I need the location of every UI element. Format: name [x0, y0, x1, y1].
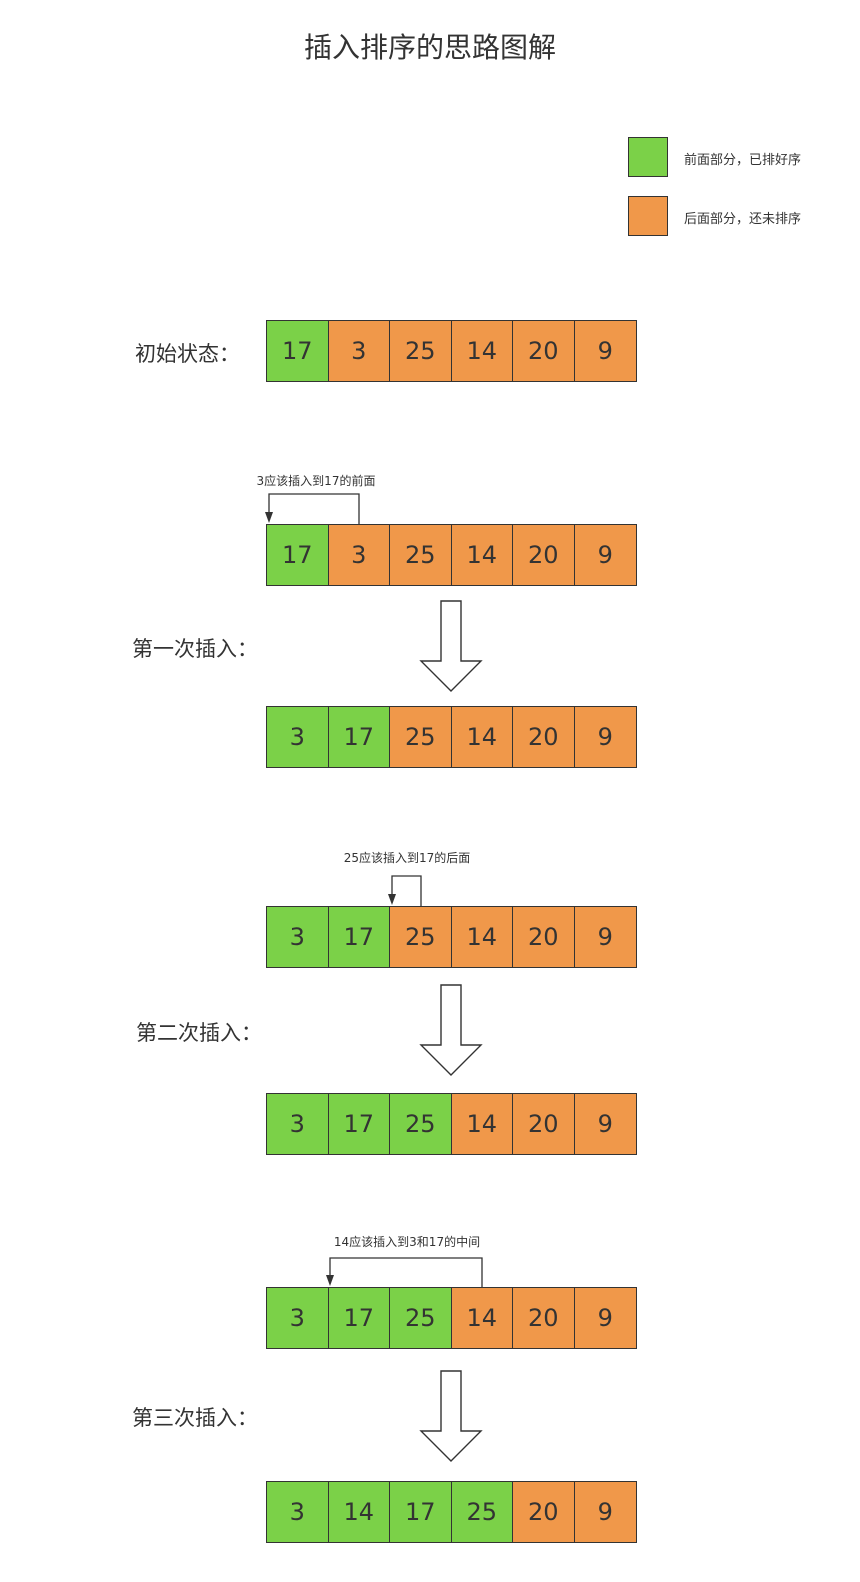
- step1-insert-connector: [268, 493, 360, 524]
- array-cell: 3: [267, 1288, 329, 1348]
- array-cell: 20: [513, 707, 575, 767]
- array-cell: 17: [267, 525, 329, 585]
- initial-state-label: 初始状态：: [135, 342, 240, 366]
- array-cell: 3: [267, 907, 329, 967]
- array-cell: 17: [328, 707, 390, 767]
- array-cell: 14: [451, 1094, 513, 1154]
- step2-insert-arrowhead-icon: [388, 894, 396, 905]
- array-cell: 9: [574, 525, 636, 585]
- array-cell: 9: [574, 907, 636, 967]
- step3-note: 14应该插入到3和17的中间: [333, 1235, 481, 1249]
- array-cell: 25: [390, 525, 452, 585]
- array-cell: 9: [574, 1482, 636, 1542]
- array-cell: 17: [267, 321, 329, 381]
- step1-label: 第一次插入：: [132, 637, 258, 661]
- legend-swatch-sorted: [628, 137, 668, 177]
- legend-swatch-unsorted: [628, 196, 668, 236]
- array-cell: 3: [267, 1094, 329, 1154]
- step3-insert-arrowhead-icon: [326, 1275, 334, 1286]
- array-cell: 17: [390, 1482, 452, 1542]
- array-cell: 25: [390, 907, 452, 967]
- array-cell: 20: [513, 321, 575, 381]
- array-cell: 14: [451, 321, 513, 381]
- array-cell: 17: [328, 1094, 390, 1154]
- array-cell: 25: [390, 1288, 452, 1348]
- step2-label: 第二次插入：: [136, 1021, 262, 1045]
- array-cell: 20: [513, 1288, 575, 1348]
- diagram-title: 插入排序的思路图解: [303, 31, 556, 64]
- step2-down-arrow-icon: [419, 984, 483, 1076]
- array-cell: 9: [574, 707, 636, 767]
- array-cell: 20: [513, 1482, 575, 1542]
- array-cell: 14: [451, 907, 513, 967]
- step3-label: 第三次插入：: [132, 1406, 258, 1430]
- array-cell: 9: [574, 321, 636, 381]
- array-cell: 14: [451, 707, 513, 767]
- step1-insert-arrowhead-icon: [265, 512, 273, 523]
- array-cell: 3: [267, 707, 329, 767]
- step1-down-arrow-icon: [419, 600, 483, 692]
- step3-insert-connector: [329, 1257, 483, 1287]
- array-cell: 9: [574, 1288, 636, 1348]
- legend-label-unsorted: 后面部分，还未排序: [684, 212, 802, 227]
- array-cell: 3: [328, 321, 390, 381]
- array-cell: 14: [328, 1482, 390, 1542]
- array-cell: 20: [513, 1094, 575, 1154]
- step2-insert-connector: [391, 875, 422, 906]
- array-cell: 17: [328, 1288, 390, 1348]
- step1-note: 3应该插入到17的前面: [256, 474, 376, 488]
- array-cell: 3: [267, 1482, 329, 1542]
- legend-label-sorted: 前面部分，已排好序: [684, 153, 802, 168]
- array-cell: 25: [390, 1094, 452, 1154]
- array-cell: 20: [513, 525, 575, 585]
- array-cell: 25: [390, 707, 452, 767]
- array-cell: 25: [451, 1482, 513, 1542]
- step3-down-arrow-icon: [419, 1370, 483, 1462]
- array-cell: 9: [574, 1094, 636, 1154]
- array-cell: 14: [451, 525, 513, 585]
- step2-note: 25应该插入到17的后面: [343, 851, 471, 865]
- array-cell: 3: [328, 525, 390, 585]
- array-cell: 20: [513, 907, 575, 967]
- array-cell: 14: [451, 1288, 513, 1348]
- array-cell: 25: [390, 321, 452, 381]
- array-cell: 17: [328, 907, 390, 967]
